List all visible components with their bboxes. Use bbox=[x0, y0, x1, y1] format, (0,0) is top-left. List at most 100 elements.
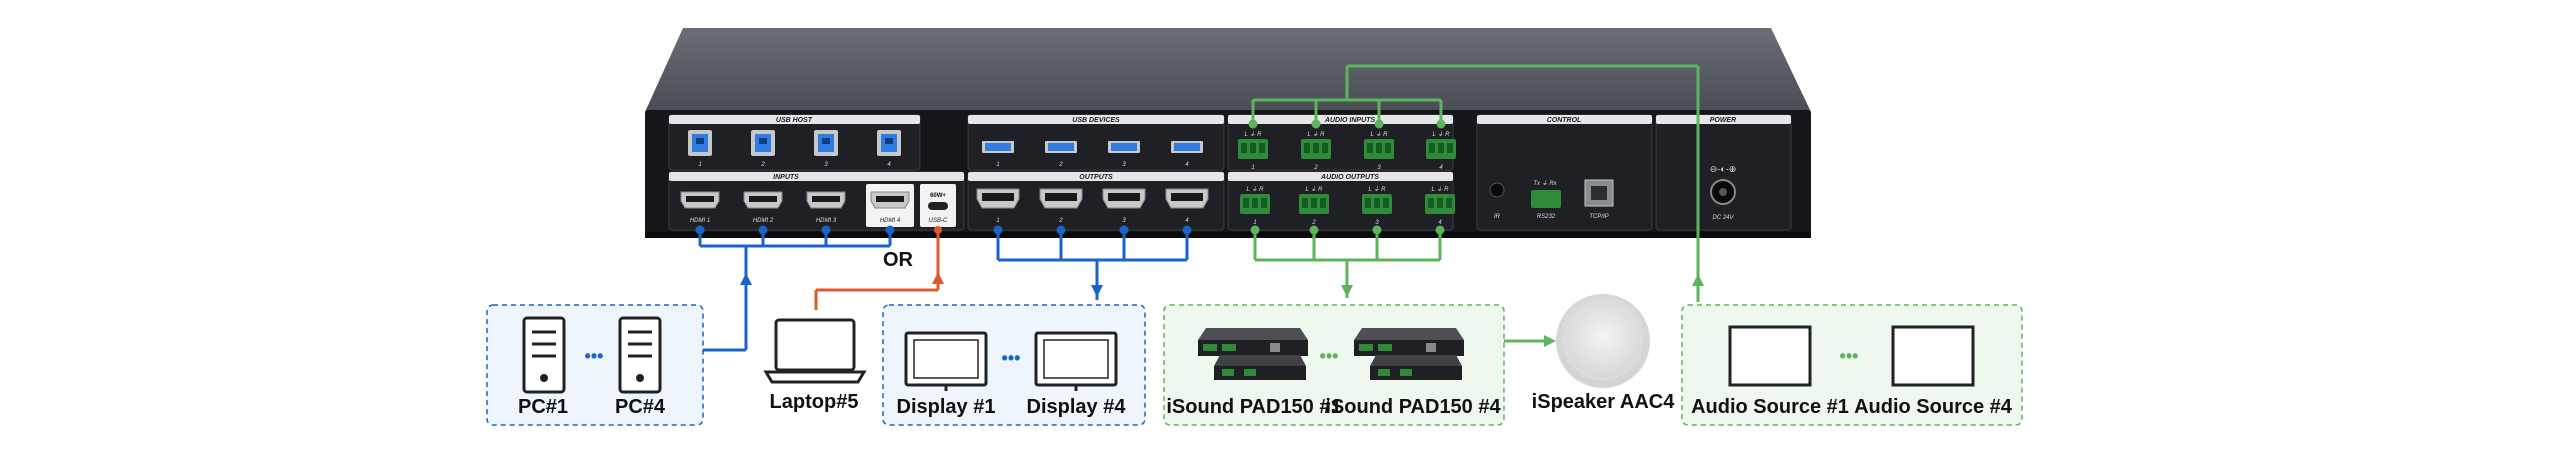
usb-device-port-4 bbox=[1171, 141, 1203, 153]
usbc-power-badge: 60W+ bbox=[930, 193, 946, 199]
output-port-3 bbox=[1102, 188, 1146, 209]
audio-output-port-label: 1 bbox=[1253, 220, 1256, 226]
amplifier-first-label: iSound PAD150 #1 bbox=[1166, 396, 1341, 418]
usb-host-port-label: 2 bbox=[760, 162, 765, 168]
audio-output-dot bbox=[1309, 225, 1319, 235]
pc-1-icon bbox=[522, 316, 566, 394]
input-port-label: HDMI 2 bbox=[753, 218, 774, 224]
pc-group: ••• PC#1 PC#4 bbox=[486, 304, 704, 426]
rs232-terminal bbox=[1531, 190, 1561, 208]
output-port-label: 1 bbox=[996, 218, 999, 224]
audio-output-port-label: 4 bbox=[1438, 220, 1442, 226]
usbc-arrow bbox=[932, 272, 944, 284]
audio-input-port-label: 2 bbox=[1313, 165, 1318, 171]
usbc-dot bbox=[934, 226, 942, 234]
hdmi-input-dot bbox=[695, 225, 705, 235]
hdmi-input-dot bbox=[885, 225, 895, 235]
audio-input-port-4 bbox=[1426, 139, 1456, 159]
control-title: CONTROL bbox=[1547, 117, 1582, 124]
control-section: CONTROL IR Tx ⏚ Rx RS232 TCP/IP bbox=[1476, 114, 1653, 231]
hdmi-input-arrow bbox=[740, 273, 752, 285]
usb-host-port-2 bbox=[751, 130, 775, 156]
usb-host-port-label: 4 bbox=[887, 162, 891, 168]
input-port-label: HDMI 1 bbox=[690, 218, 710, 224]
audio-input-pin-label: L ⏚ R bbox=[1433, 131, 1451, 138]
tcpip-port bbox=[1584, 179, 1614, 207]
amplifier-ellipsis: ••• bbox=[1320, 346, 1339, 366]
usb-host-port-3 bbox=[814, 130, 838, 156]
audio-inputs-section: AUDIO INPUTS L ⏚ R1L ⏚ R2L ⏚ R3L ⏚ R4 bbox=[1227, 114, 1456, 171]
display-4-icon bbox=[1034, 331, 1118, 391]
audio-source-group: ••• Audio Source #1 Audio Source #4 bbox=[1681, 304, 2023, 426]
pc-ellipsis: ••• bbox=[585, 346, 604, 366]
input-port-hdmi-2 bbox=[743, 191, 783, 209]
ir-port bbox=[1489, 182, 1505, 198]
power-polarity-icon: ⊖-◐-⊕ bbox=[1710, 164, 1737, 174]
audio-input-port-3 bbox=[1364, 139, 1394, 159]
audio-input-port-label: 1 bbox=[1251, 165, 1254, 171]
output-port-2 bbox=[1039, 188, 1083, 209]
amp-to-speaker-arrow bbox=[1544, 335, 1556, 347]
audio-input-dot bbox=[1436, 119, 1446, 129]
audio-output-arrow bbox=[1341, 285, 1353, 297]
rs232-pins-label: Tx ⏚ Rx bbox=[1533, 180, 1557, 187]
chassis-top bbox=[645, 28, 1811, 112]
audio-output-dot bbox=[1372, 225, 1382, 235]
output-port-4 bbox=[1165, 188, 1209, 209]
pc-last-label: PC#4 bbox=[615, 396, 666, 418]
usb-device-port-label: 3 bbox=[1122, 162, 1126, 168]
usbc-connection bbox=[814, 230, 940, 310]
usb-host-port-label: 1 bbox=[698, 162, 701, 168]
audio-source-ellipsis: ••• bbox=[1840, 346, 1859, 366]
pc-first-label: PC#1 bbox=[518, 396, 568, 418]
audio-source-first-label: Audio Source #1 bbox=[1691, 396, 1849, 418]
hdmi-output-dot bbox=[1056, 225, 1066, 235]
usb-device-port-label: 4 bbox=[1185, 162, 1189, 168]
output-port-label: 4 bbox=[1185, 218, 1189, 224]
hdmi-output-dot bbox=[1119, 225, 1129, 235]
input-port-hdmi-1 bbox=[680, 191, 720, 209]
audio-output-port-2 bbox=[1299, 194, 1329, 214]
display-1-icon bbox=[904, 331, 988, 391]
audio-input-port-2 bbox=[1301, 139, 1331, 159]
audio-output-port-1 bbox=[1240, 194, 1270, 214]
audio-output-pin-label: L ⏚ R bbox=[1306, 186, 1324, 193]
audio-input-pin-label: L ⏚ R bbox=[1371, 131, 1389, 138]
usb-device-port-2 bbox=[1045, 141, 1077, 153]
hdmi-output-connections bbox=[996, 230, 1189, 300]
audio-input-port-label: 3 bbox=[1377, 165, 1381, 171]
hdmi-input-dot bbox=[821, 225, 831, 235]
audio-source-1-icon bbox=[1728, 325, 1812, 387]
audio-input-port-label: 4 bbox=[1439, 165, 1443, 171]
ir-label: IR bbox=[1494, 214, 1501, 220]
audio-input-arrow bbox=[1692, 274, 1704, 286]
audio-source-last-label: Audio Source #4 bbox=[1854, 396, 2013, 418]
display-ellipsis: ••• bbox=[1002, 348, 1021, 368]
outputs-title: OUTPUTS bbox=[1079, 174, 1113, 181]
display-first-label: Display #1 bbox=[897, 396, 996, 418]
audio-output-port-label: 2 bbox=[1311, 220, 1316, 226]
audio-outputs-title: AUDIO OUTPUTS bbox=[1320, 174, 1379, 181]
audio-input-pin-label: L ⏚ R bbox=[1245, 131, 1263, 138]
hdmi-output-dot bbox=[993, 225, 1003, 235]
amplifier-group: ••• iSound PAD150 #1 iSound PAD150 #4 bbox=[1163, 304, 1505, 426]
speaker-icon bbox=[1556, 294, 1650, 388]
input-port-hdmi-4 bbox=[866, 184, 914, 227]
audio-output-pin-label: L ⏚ R bbox=[1432, 186, 1450, 193]
rear-panel-bottom-edge bbox=[645, 232, 1811, 238]
usb-devices-title: USB DEVICES bbox=[1072, 117, 1120, 124]
display-group: ••• Display #1 Display #4 bbox=[882, 304, 1146, 426]
output-port-label: 3 bbox=[1122, 218, 1126, 224]
input-port-hdmi-3 bbox=[806, 191, 846, 209]
laptop-label: Laptop#5 bbox=[770, 391, 859, 413]
audio-output-port-label: 3 bbox=[1375, 220, 1379, 226]
audio-inputs-title: AUDIO INPUTS bbox=[1324, 117, 1376, 124]
amplifier-1-icon bbox=[1198, 328, 1308, 380]
audio-input-dot bbox=[1248, 119, 1258, 129]
amplifier-4-icon bbox=[1354, 328, 1464, 380]
inputs-title: INPUTS bbox=[773, 174, 799, 181]
